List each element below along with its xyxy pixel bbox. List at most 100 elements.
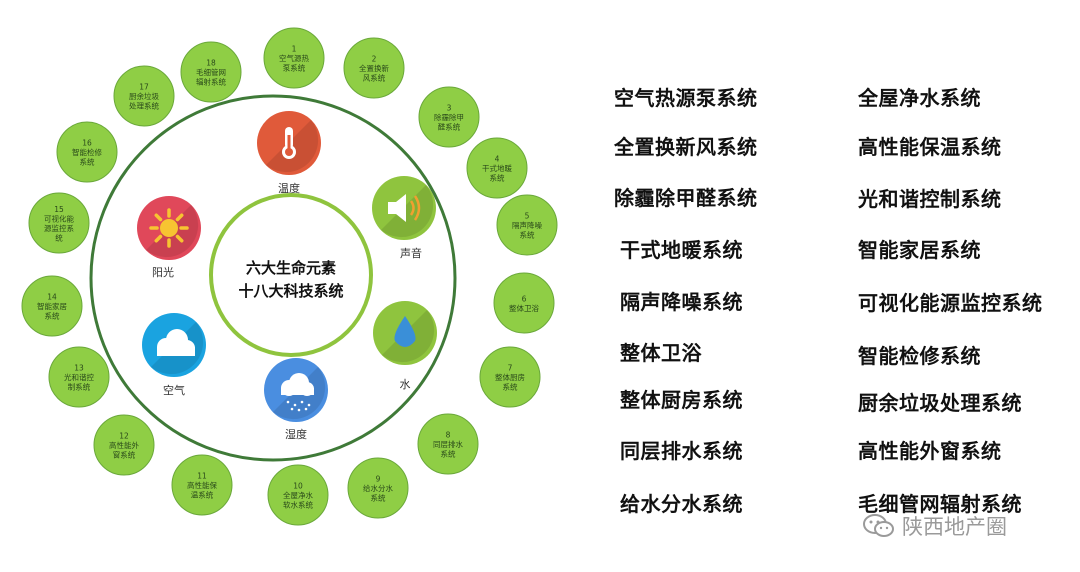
system-list-item: 毛细管网辐射系统: [858, 492, 1022, 516]
system-node-label: 空气源热: [279, 53, 309, 63]
system-list-item: 全置换新风系统: [614, 135, 758, 159]
watermark-text: 陕西地产圈: [902, 515, 1007, 539]
sun-icon: [149, 208, 189, 248]
element-label: 水: [400, 378, 411, 391]
system-list-item: 除霾除甲醛系统: [614, 186, 758, 210]
system-node-number: 18: [206, 59, 216, 68]
system-list-item: 整体卫浴: [620, 341, 702, 365]
system-node-label: 整体卫浴: [509, 303, 539, 313]
system-node-circle: [48, 346, 110, 408]
system-list-item: 同层排水系统: [620, 439, 743, 463]
system-node-circle: [479, 346, 541, 408]
system-node-circle: [28, 192, 90, 254]
system-node-circle: [263, 27, 325, 89]
element-label: 空气: [163, 383, 185, 397]
system-node-number: 17: [139, 83, 149, 92]
system-node-number: 11: [197, 472, 207, 481]
system-node-number: 4: [495, 155, 500, 164]
system-node-number: 1: [292, 45, 297, 54]
system-node-label: 统: [55, 232, 63, 242]
system-node-circle: [113, 65, 175, 127]
system-node-label: 制系统: [68, 382, 91, 392]
inner-ring: [209, 193, 373, 357]
system-node-circle: [180, 41, 242, 103]
system-node-label: 辐射系统: [196, 77, 226, 87]
speaker-icon: [388, 194, 421, 222]
system-list-item: 智能检修系统: [858, 344, 981, 368]
system-node-label: 全屋净水: [283, 490, 313, 500]
system-node-label: 系统: [45, 311, 60, 321]
element-label: 湿度: [285, 427, 307, 441]
system-list-item: 可视化能源监控系统: [858, 291, 1043, 315]
center-title-line2: 十八大科技系统: [238, 282, 343, 300]
system-node-label: 隔声降噪: [512, 220, 542, 230]
system-node-number: 13: [74, 364, 84, 373]
element-sunlight: 阳光: [137, 196, 201, 279]
system-node-label: 系统: [371, 493, 386, 503]
system-node-number: 5: [525, 212, 530, 221]
outer-ring: [89, 94, 457, 462]
thermometer-icon: [282, 127, 296, 159]
element-label: 温度: [278, 181, 300, 195]
system-node-number: 9: [376, 475, 381, 484]
system-node-label: 毛细管网: [196, 67, 226, 77]
system-list-item: 空气热源泵系统: [614, 86, 758, 110]
system-node-number: 7: [508, 364, 513, 373]
system-node-label: 同层排水: [433, 439, 463, 449]
system-node-label: 系统: [441, 449, 456, 459]
system-node-number: 14: [47, 293, 57, 302]
system-node-number: 8: [446, 431, 451, 440]
system-node-circle: [496, 194, 558, 256]
system-list-item: 全屋净水系统: [858, 86, 981, 110]
system-node-label: 可视化能: [44, 213, 74, 223]
system-node-label: 除霾除甲: [434, 112, 464, 122]
system-list-item: 光和谐控制系统: [858, 187, 1002, 211]
system-node-number: 16: [82, 139, 92, 148]
system-node-label: 干式地暖: [482, 163, 512, 173]
system-node-label: 光和谐控: [64, 372, 94, 382]
system-node-number: 6: [522, 294, 527, 303]
system-node-label: 全置换新: [359, 63, 389, 73]
system-node-circle: [343, 37, 405, 99]
system-node-number: 3: [447, 104, 452, 113]
system-node-label: 窗系统: [113, 450, 136, 460]
system-node-circle: [171, 454, 233, 516]
cloud-icon: [157, 329, 195, 356]
system-node-number: 12: [119, 432, 129, 441]
system-node-label: 风系统: [363, 73, 386, 83]
system-node-circle: [56, 121, 118, 183]
system-list-item: 高性能外窗系统: [858, 439, 1002, 463]
system-node-label: 系统: [490, 173, 505, 183]
center-title-line1: 六大生命元素: [246, 259, 336, 277]
element-humidity: 湿度: [264, 358, 328, 441]
water-drop-icon: [394, 316, 416, 347]
system-node-label: 软水系统: [283, 500, 313, 510]
system-list-item: 高性能保温系统: [858, 135, 1002, 159]
system-node-label: 泵系统: [283, 63, 306, 73]
system-node-label: 厨余垃圾: [129, 91, 159, 101]
rain-cloud-icon: [281, 373, 314, 412]
system-node-label: 高性能保: [187, 480, 217, 490]
system-node-label: 系统: [503, 382, 518, 392]
watermark: 陕西地产圈: [862, 508, 1007, 544]
system-node-circle: [418, 86, 480, 148]
system-node-circle: [493, 272, 555, 334]
system-node-label: 整体厨房: [495, 372, 525, 382]
system-node-label: 给水分水: [363, 483, 393, 493]
system-node-label: 高性能外: [109, 440, 139, 450]
